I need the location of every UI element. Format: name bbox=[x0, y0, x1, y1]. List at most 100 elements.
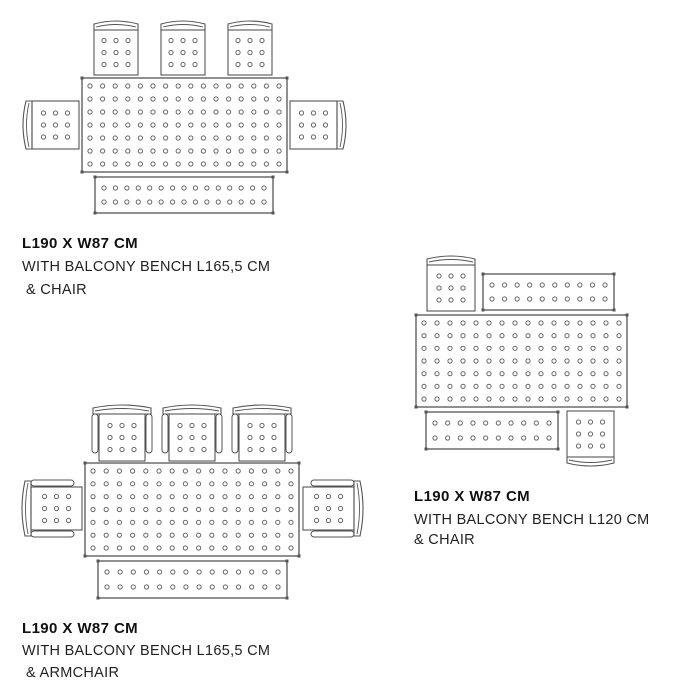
perforation-dot bbox=[577, 320, 583, 326]
perforation-dot bbox=[486, 320, 492, 326]
perforation-dot bbox=[235, 506, 241, 513]
perforation-dot bbox=[538, 358, 544, 364]
perforation-dot bbox=[107, 434, 113, 441]
perforation-dot bbox=[87, 122, 93, 128]
perforation-dot bbox=[310, 122, 317, 128]
perforation-dot bbox=[177, 422, 183, 429]
perforation-dot bbox=[460, 345, 466, 351]
perforation-dot bbox=[116, 545, 123, 551]
perforation-dot bbox=[222, 569, 228, 575]
perforation-dot bbox=[215, 185, 221, 191]
layout-2-plan bbox=[414, 255, 629, 467]
perforation-dot bbox=[169, 506, 175, 513]
perforation-dot bbox=[101, 185, 107, 191]
perforation-dot bbox=[125, 37, 131, 44]
perforation-dot bbox=[599, 431, 606, 437]
perforation-dot bbox=[275, 532, 281, 538]
perforation-dot bbox=[564, 345, 570, 351]
perforation-dot bbox=[590, 333, 596, 339]
perforation-dot bbox=[552, 282, 558, 288]
perforation-dot bbox=[249, 185, 256, 191]
perforation-dot bbox=[251, 83, 257, 89]
perforation-dot bbox=[525, 320, 531, 326]
perforation-dot bbox=[247, 37, 253, 44]
perforation-dot bbox=[512, 383, 518, 389]
perforation-dot bbox=[222, 584, 228, 590]
perforation-dot bbox=[116, 532, 123, 538]
perforation-dot bbox=[551, 371, 557, 377]
perforation-dot bbox=[499, 345, 505, 351]
perforation-dot bbox=[41, 517, 48, 524]
layout-1-caption: L190 X W87 CM WITH BALCONY BENCH L165,5 … bbox=[22, 236, 270, 297]
perforation-dot bbox=[470, 420, 476, 426]
perforation-dot bbox=[188, 109, 194, 115]
perforation-dot bbox=[483, 435, 489, 441]
perforation-dot bbox=[163, 148, 169, 154]
perforation-dot bbox=[251, 96, 257, 102]
perforation-dot bbox=[156, 506, 162, 513]
perforation-dot bbox=[180, 49, 186, 56]
perforation-dot bbox=[201, 446, 207, 453]
perforation-dot bbox=[175, 122, 181, 128]
perforation-dot bbox=[181, 199, 187, 205]
perforation-dot bbox=[112, 199, 119, 205]
perforation-dot bbox=[473, 396, 479, 402]
perforation-dot bbox=[196, 506, 202, 513]
perforation-dot bbox=[564, 333, 570, 339]
perforation-dot bbox=[263, 122, 269, 128]
perforation-dot bbox=[276, 83, 282, 89]
perforation-dot bbox=[434, 333, 440, 339]
perforation-dot bbox=[169, 519, 175, 525]
perforation-dot bbox=[103, 468, 109, 474]
perforation-dot bbox=[486, 333, 492, 339]
perforation-dot bbox=[170, 584, 176, 590]
perforation-dot bbox=[313, 517, 320, 524]
perforation-dot bbox=[470, 435, 476, 441]
perforation-dot bbox=[533, 420, 539, 426]
perforation-dot bbox=[182, 481, 188, 487]
perforation-dot bbox=[552, 296, 558, 302]
perforation-dot bbox=[235, 584, 242, 590]
perforation-dot bbox=[525, 396, 531, 402]
perforation-dot bbox=[564, 282, 570, 288]
perforation-dot bbox=[103, 481, 109, 487]
perforation-dot bbox=[527, 296, 533, 302]
perforation-dot bbox=[337, 505, 344, 512]
perforation-dot bbox=[201, 422, 207, 429]
perforation-dot bbox=[337, 493, 344, 500]
perforation-dot bbox=[590, 383, 596, 389]
perforation-dot bbox=[460, 297, 466, 303]
perforation-dot bbox=[259, 422, 265, 429]
perforation-dot bbox=[90, 506, 96, 513]
perforation-dot bbox=[41, 493, 48, 500]
perforation-dot bbox=[616, 320, 622, 326]
perforation-dot bbox=[215, 199, 221, 205]
perforation-dot bbox=[525, 358, 531, 364]
perforation-dot bbox=[117, 584, 123, 590]
balcony-bench bbox=[96, 559, 289, 600]
perforation-dot bbox=[209, 584, 215, 590]
perforation-dot bbox=[143, 569, 150, 575]
perforation-dot bbox=[188, 83, 194, 89]
perforation-dot bbox=[163, 135, 169, 141]
perforation-dot bbox=[182, 532, 188, 538]
perforation-dot bbox=[577, 333, 583, 339]
perforation-dot bbox=[209, 545, 215, 551]
perforation-dot bbox=[130, 569, 136, 575]
perforation-dot bbox=[116, 494, 123, 500]
perforation-dot bbox=[143, 494, 149, 500]
perforation-dot bbox=[263, 135, 269, 141]
perforation-dot bbox=[564, 396, 570, 402]
perforation-dot bbox=[158, 199, 164, 205]
perforation-dot bbox=[227, 199, 233, 205]
perforation-dot bbox=[112, 185, 119, 191]
perforation-dot bbox=[248, 468, 254, 474]
perforation-dot bbox=[112, 96, 118, 102]
perforation-dot bbox=[116, 481, 123, 487]
perforation-dot bbox=[125, 148, 131, 154]
perforation-dot bbox=[87, 161, 93, 167]
perforation-dot bbox=[421, 358, 427, 364]
perforation-dot bbox=[168, 37, 174, 44]
perforation-dot bbox=[288, 468, 294, 474]
perforation-dot bbox=[163, 109, 169, 115]
